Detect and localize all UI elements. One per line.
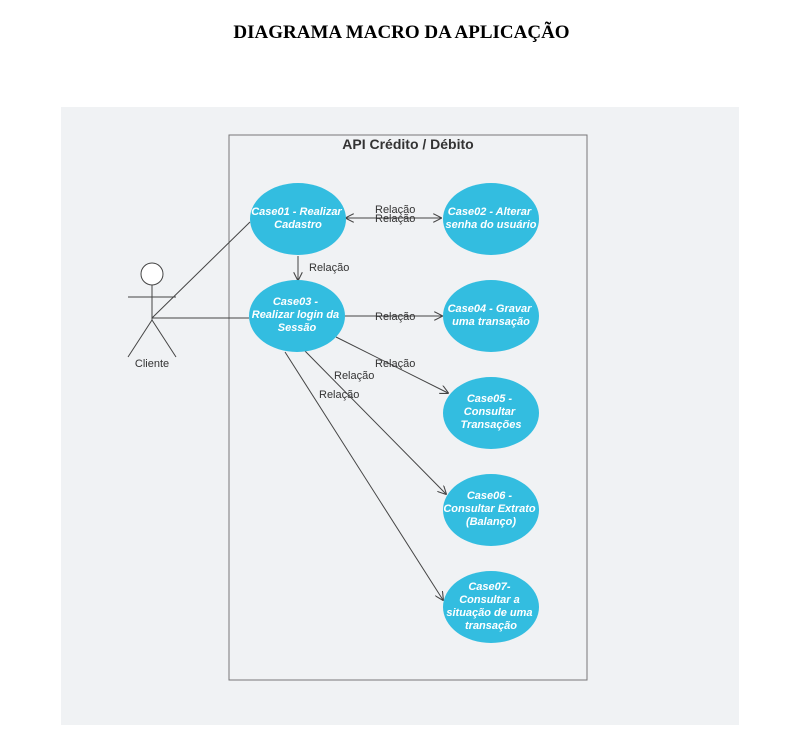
- relation-label: Relação: [375, 358, 415, 370]
- association-cliente-case01: [151, 221, 251, 319]
- relation-case03-case07: [284, 351, 443, 600]
- relation-case03-case05: [335, 336, 448, 393]
- use-case-case04[interactable]: Case04 - Gravar uma transação: [443, 280, 539, 352]
- use-case-shape: [443, 183, 539, 255]
- use-case-shape: [443, 377, 539, 449]
- relation-label: Relação: [375, 311, 415, 323]
- actor-head: [140, 262, 164, 286]
- relation-label: Relação: [319, 389, 359, 401]
- use-case-case07[interactable]: Case07- Consultar a situação de uma tran…: [443, 571, 539, 643]
- relation-case03-case06: [304, 350, 446, 494]
- use-case-case02[interactable]: Case02 - Alterar senha do usuário: [443, 183, 539, 255]
- system-boundary: [228, 134, 588, 681]
- use-case-case06[interactable]: Case06 - Consultar Extrato (Balanço): [443, 474, 539, 546]
- use-case-label: Case04 - Gravar uma transação: [448, 303, 535, 328]
- use-case-shape: [250, 183, 346, 255]
- use-case-shape: [249, 280, 345, 352]
- use-case-label: Case01 - Realizar Cadastro: [251, 206, 345, 231]
- use-case-label: Case06 - Consultar Extrato (Balanço): [443, 490, 538, 528]
- use-case-label: Case02 - Alterar senha do usuário: [445, 206, 536, 231]
- use-case-case03[interactable]: Case03 - Realizar login da Sessão: [249, 280, 345, 352]
- relation-label: Relação: [309, 262, 349, 274]
- actor-cliente[interactable]: Cliente: [127, 262, 177, 370]
- use-case-label: Case03 - Realizar login da Sessão: [252, 296, 342, 334]
- use-case-label: Case05 - Consultar Transações: [461, 393, 522, 431]
- relation-label: Relação: [375, 213, 415, 225]
- system-boundary-title: API Crédito / Débito: [342, 136, 473, 152]
- page-title: DIAGRAMA MACRO DA APLICAÇÃO: [233, 22, 570, 43]
- use-case-case01[interactable]: Case01 - Realizar Cadastro: [250, 183, 346, 255]
- use-case-label: Case07- Consultar a situação de uma tran…: [446, 581, 535, 632]
- use-case-case05[interactable]: Case05 - Consultar Transações: [443, 377, 539, 449]
- relation-label: Relação: [334, 370, 374, 382]
- use-case-shape: [443, 280, 539, 352]
- actor-label: Cliente: [135, 358, 169, 370]
- diagram-canvas: [61, 107, 739, 725]
- actor-right-leg: [151, 319, 177, 358]
- use-case-shape: [443, 571, 539, 643]
- relation-label: Relação: [375, 204, 415, 216]
- actor-left-leg: [127, 319, 153, 358]
- use-case-shape: [443, 474, 539, 546]
